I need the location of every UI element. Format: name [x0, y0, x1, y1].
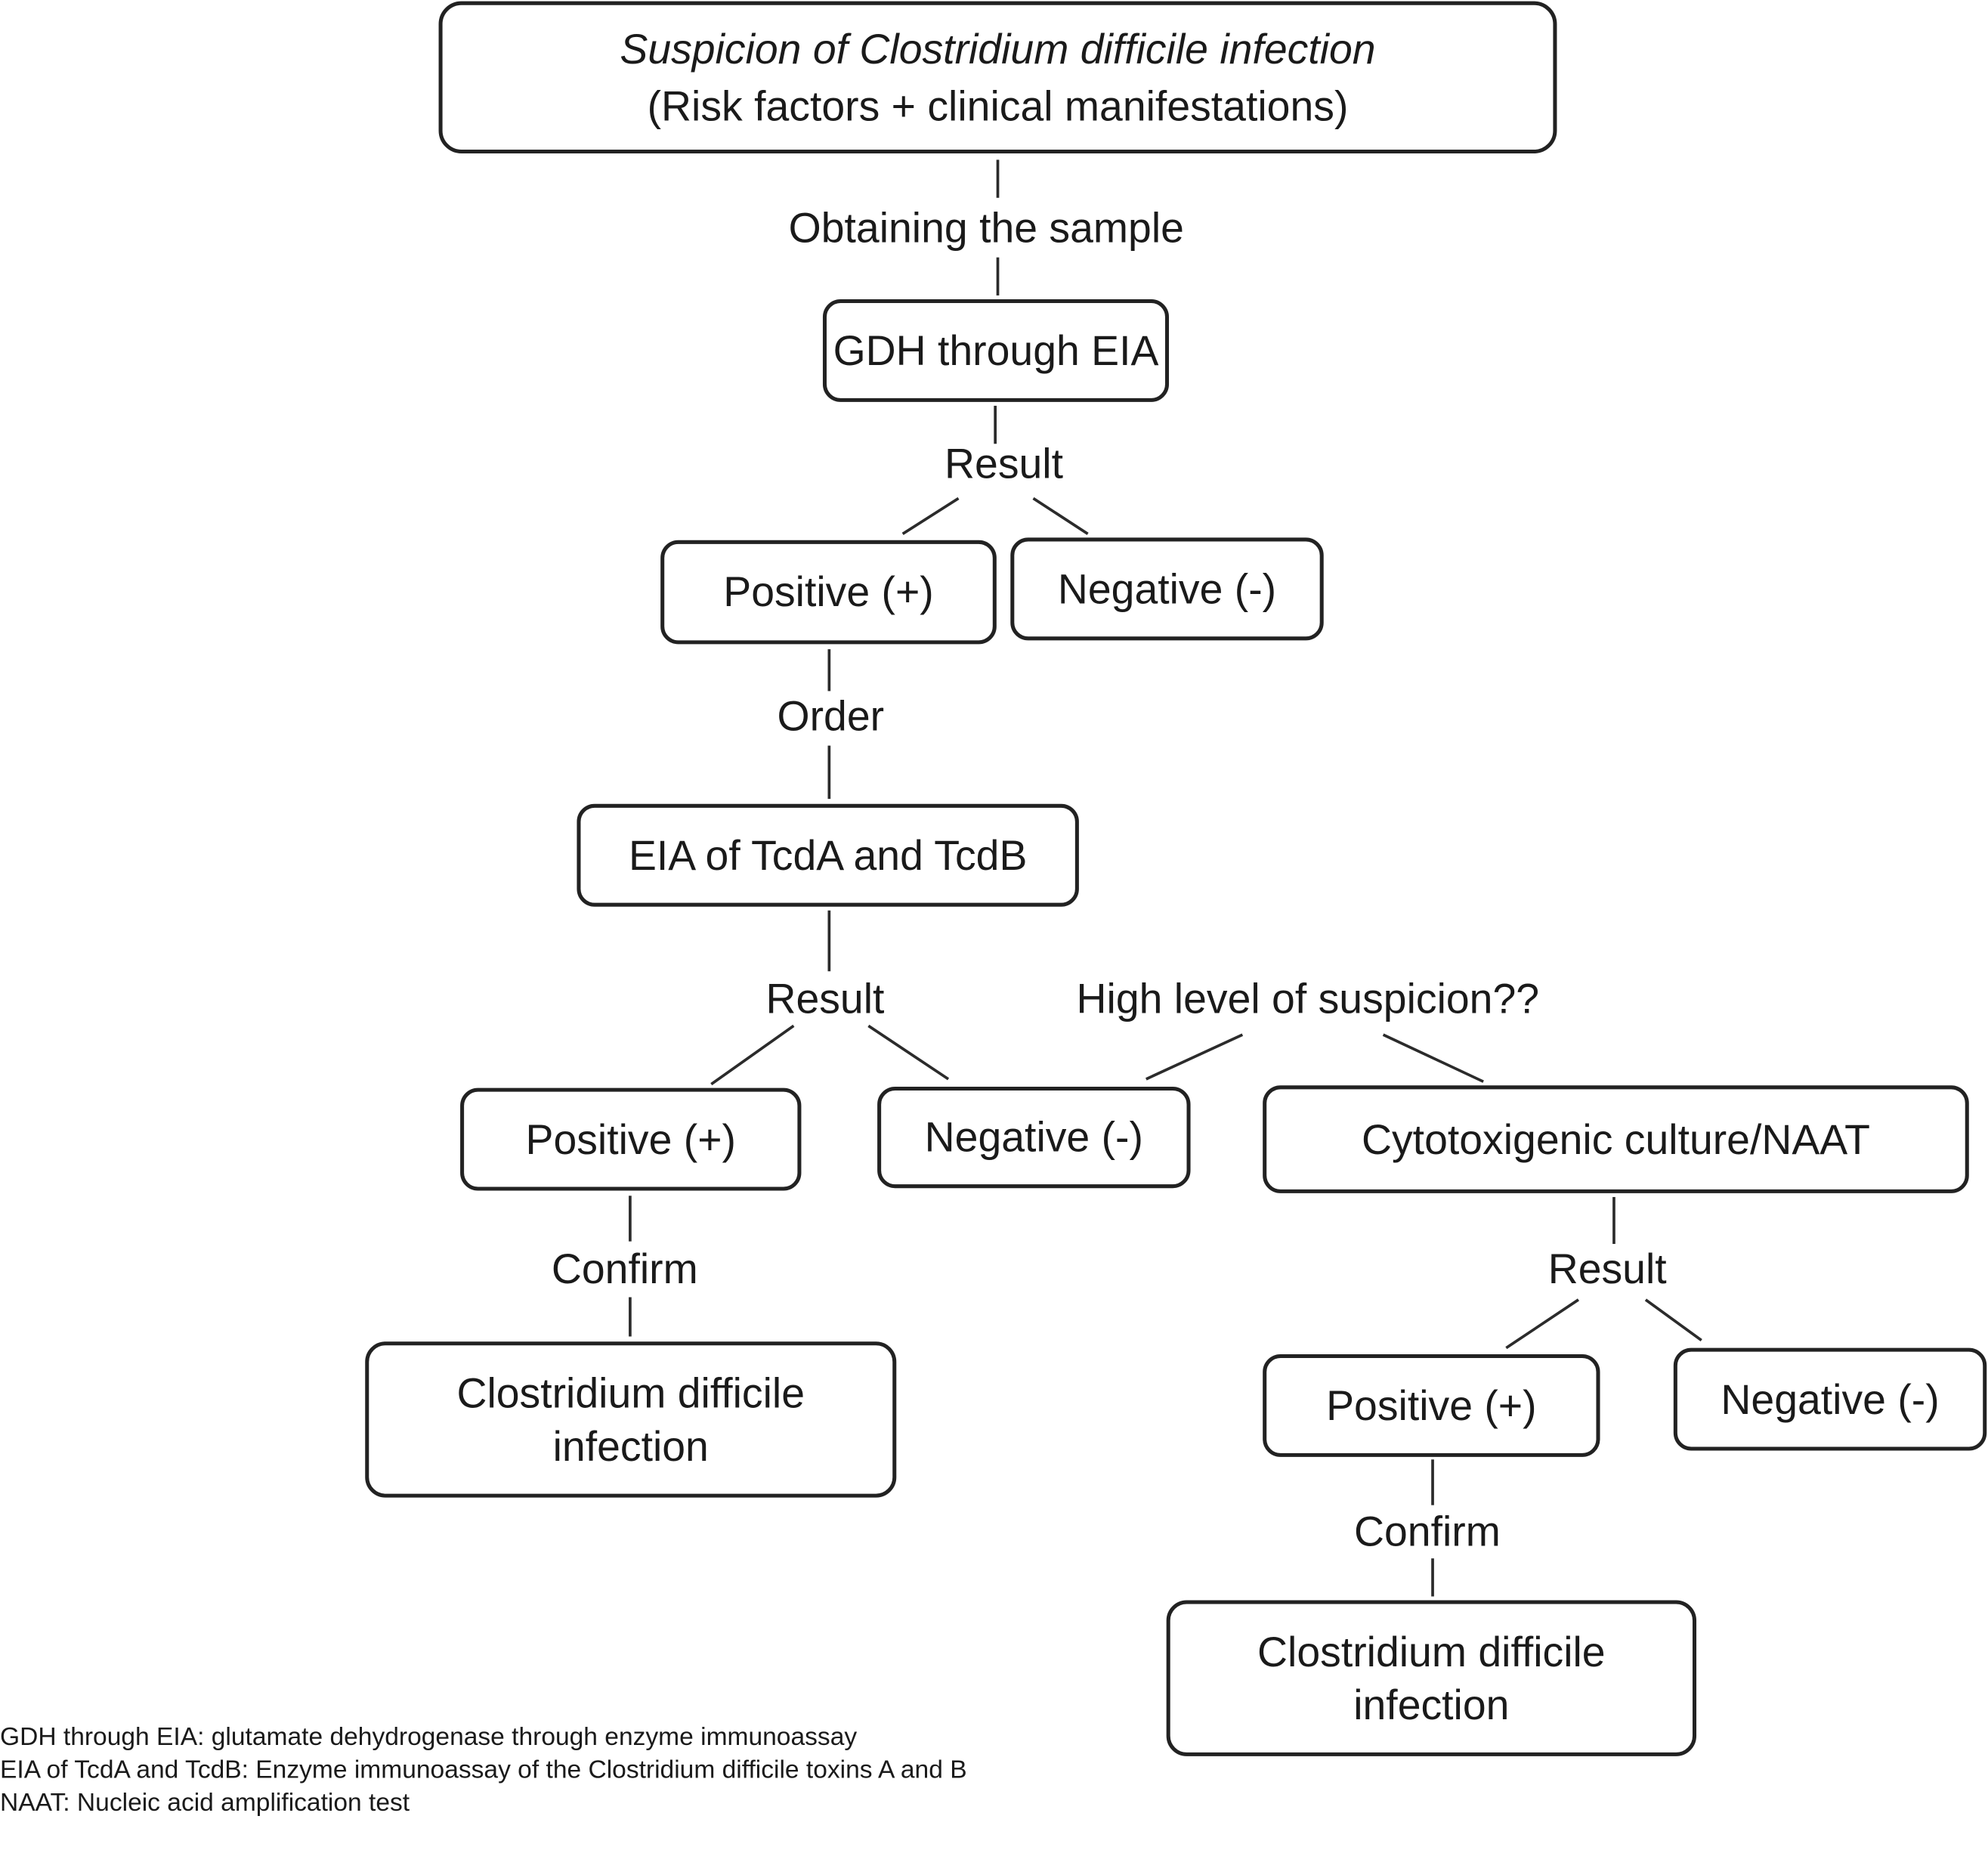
suspicion-box: Suspicion of Clostridium difficile infec… [438, 1, 1557, 154]
label-obtaining-sample: Obtaining the sample [788, 204, 1184, 252]
label-result-2: Result [765, 975, 885, 1022]
label-order: Order [777, 692, 885, 740]
gdh-eia-box: GDH through EIA [822, 299, 1170, 402]
positive-label-1: Positive (+) [723, 568, 934, 615]
positive-label-2: Positive (+) [525, 1115, 736, 1162]
connector [901, 497, 960, 535]
label-result-3: Result [1547, 1245, 1667, 1292]
label-confirm-2: Confirm [1353, 1508, 1501, 1555]
connector [867, 1024, 950, 1081]
connector [1505, 1298, 1580, 1350]
cdi-label-2-line2: infection [1353, 1681, 1510, 1728]
gdh-eia-label: GDH through EIA [833, 326, 1159, 374]
eia-tcda-tcdb-label: EIA of TcdA and TcdB [628, 831, 1028, 878]
connector [1032, 497, 1089, 535]
suspicion-title: Suspicion of Clostridium difficile infec… [620, 25, 1376, 73]
footnote-eia: EIA of TcdA and TcdB: Enzyme immunoassay… [0, 1756, 967, 1784]
connector [1145, 1033, 1244, 1081]
label-high-suspicion: High level of suspicion?? [1076, 975, 1540, 1022]
footnote-naat: NAAT: Nucleic acid amplification test [0, 1789, 410, 1818]
negative-box-1: Negative (-) [1010, 537, 1324, 641]
negative-box-2: Negative (-) [877, 1086, 1191, 1189]
negative-label-1: Negative (-) [1057, 565, 1277, 612]
negative-label-3: Negative (-) [1721, 1375, 1940, 1422]
connector [1644, 1298, 1702, 1342]
cdi-label-2-line1: Clostridium difficile [1257, 1627, 1606, 1675]
positive-label-3: Positive (+) [1326, 1381, 1537, 1429]
footnote-gdh: GDH through EIA: glutamate dehydrogenase… [0, 1723, 858, 1752]
cdi-label-1-line2: infection [552, 1422, 709, 1469]
positive-box-3: Positive (+) [1263, 1353, 1600, 1457]
suspicion-subtitle: (Risk factors + clinical manifestations) [647, 82, 1349, 130]
cdi-label-1-line1: Clostridium difficile [456, 1369, 805, 1416]
label-result-1: Result [945, 440, 1063, 487]
negative-box-3: Negative (-) [1673, 1347, 1987, 1451]
label-confirm-1: Confirm [551, 1245, 698, 1292]
positive-box-1: Positive (+) [660, 540, 997, 645]
eia-tcda-tcdb-box: EIA of TcdA and TcdB [577, 803, 1079, 907]
cytotoxigenic-box: Cytotoxigenic culture/NAAT [1263, 1085, 1969, 1193]
connector [1382, 1033, 1484, 1083]
cdi-box-2: Clostridium difficile infection [1166, 1600, 1697, 1756]
connector [710, 1024, 795, 1086]
negative-label-2: Negative (-) [924, 1113, 1143, 1161]
cytotoxigenic-label: Cytotoxigenic culture/NAAT [1362, 1115, 1870, 1162]
positive-box-2: Positive (+) [460, 1087, 802, 1191]
cdi-box-1: Clostridium difficile infection [365, 1341, 897, 1498]
